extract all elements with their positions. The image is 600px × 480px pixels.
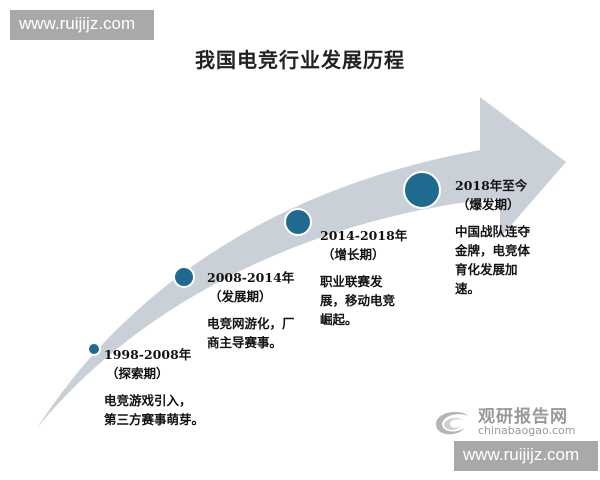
diagram-title: 我国电竞行业发展历程: [195, 48, 405, 72]
stage-3: 2014-2018年 （增长期） 职业联赛发 展，移动电竞 崛起。: [320, 226, 407, 329]
stage-years: 2018年至今: [455, 178, 528, 193]
watermark-top: www.ruijijz.com: [10, 10, 154, 40]
stage-desc-line: 崛起。: [320, 312, 358, 327]
stage-dot-2: [173, 266, 195, 288]
logo-domain: chinabaogao.com: [478, 424, 576, 437]
stage-2: 2008-2014年 （发展期） 电竞网游化，厂 商主导赛事。: [207, 268, 295, 352]
stage-desc-line: 速。: [455, 281, 481, 296]
stage-desc-line: 职业联赛发: [320, 274, 383, 289]
watermark-bottom: www.ruijijz.com: [454, 441, 598, 471]
stage-desc-line: 电竞游戏引入，: [104, 393, 192, 408]
stage-desc-line: 第三方赛事萌芽。: [104, 412, 205, 427]
stage-desc-line: 中国战队连夺: [455, 224, 531, 239]
stage-years: 2008-2014年: [207, 270, 295, 285]
stage-desc-line: 商主导赛事。: [207, 335, 283, 350]
stage-desc-line: 展，移动电竞: [320, 293, 396, 308]
stage-phase: （发展期）: [209, 289, 272, 304]
logo-name: 观研报告网: [478, 407, 568, 427]
stage-desc-line: 金牌，电竞体: [455, 243, 531, 258]
stage-4: 2018年至今 （爆发期） 中国战队连夺 金牌，电竞体 育化发展加 速。: [455, 176, 530, 298]
stage-desc-line: 电竞网游化，厂: [207, 316, 295, 331]
stage-dot-3: [284, 208, 312, 236]
stage-dot-1: [87, 342, 101, 356]
stage-years: 2014-2018年: [320, 228, 408, 243]
stage-phase: （爆发期）: [457, 197, 520, 212]
stage-desc-line: 育化发展加: [455, 262, 518, 277]
stage-1: 1998-2008年 （探索期） 电竞游戏引入， 第三方赛事萌芽。: [104, 345, 204, 429]
stage-dot-4: [403, 171, 441, 209]
stage-phase: （探索期）: [106, 366, 169, 381]
stage-years: 1998-2008年: [104, 347, 192, 362]
swirl-logo-icon: [436, 411, 468, 435]
stage-phase: （增长期）: [322, 247, 385, 262]
source-logo: 观研报告网 chinabaogao.com: [430, 402, 600, 442]
